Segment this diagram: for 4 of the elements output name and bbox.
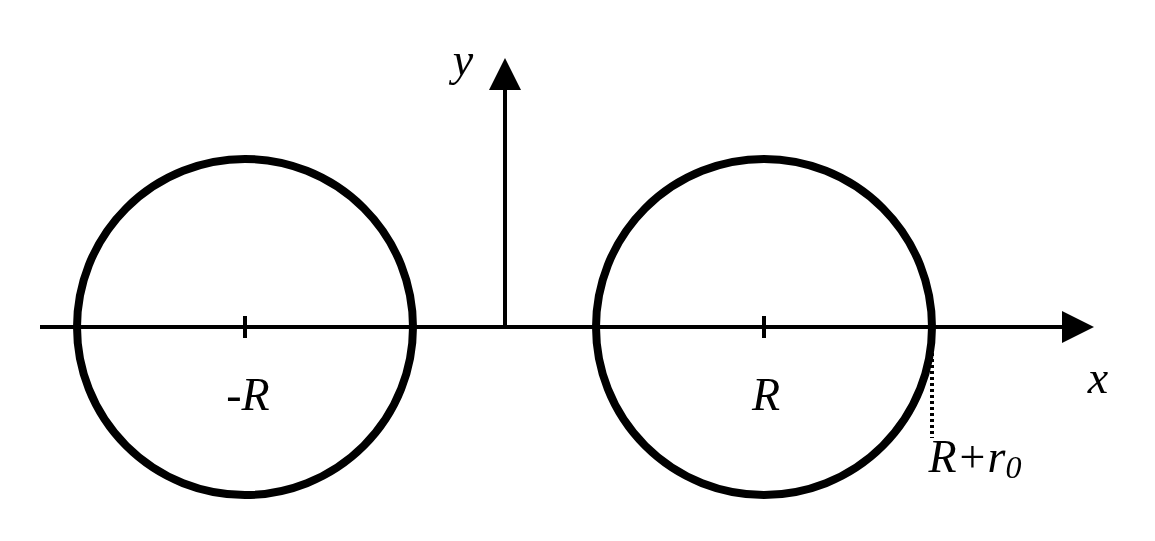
axis-label: -R: [226, 372, 270, 418]
axis-label: R: [751, 372, 781, 418]
axis-label: x: [1087, 355, 1109, 401]
axis-label: R+r$_{0}$: [928, 433, 1022, 483]
